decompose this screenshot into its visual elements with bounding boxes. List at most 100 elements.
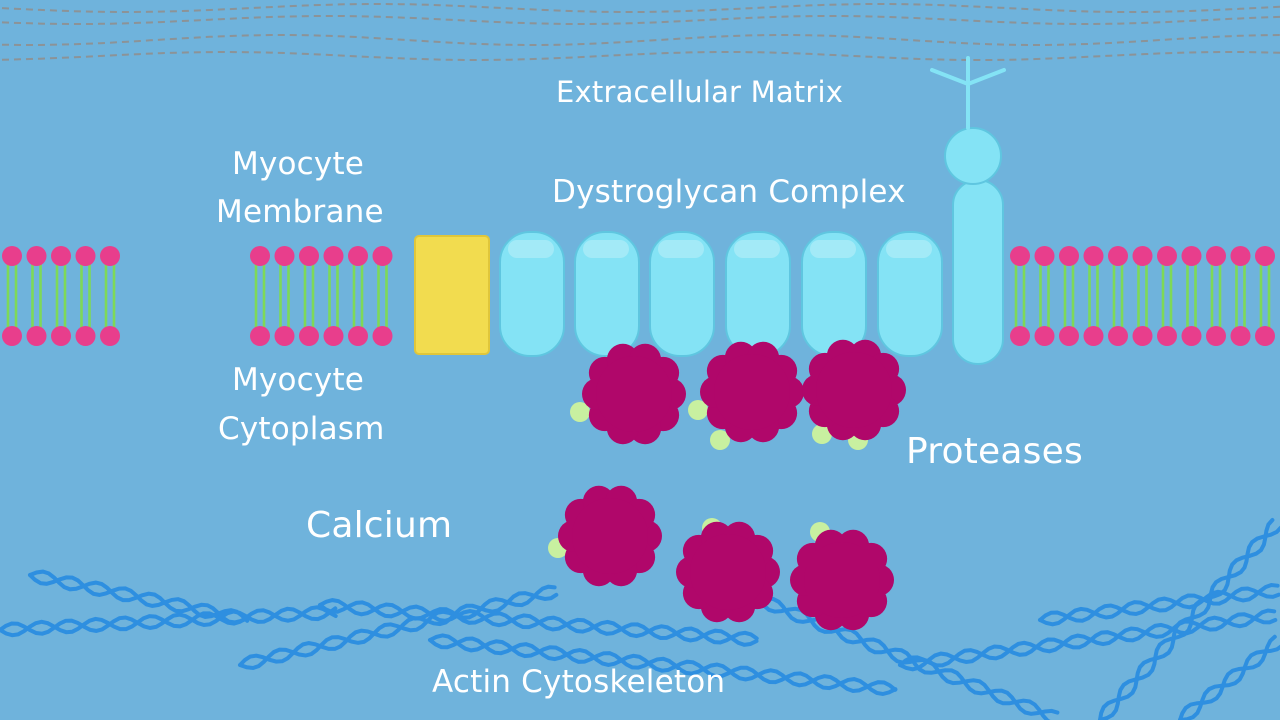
lipid-head (1157, 326, 1177, 346)
lipid-head (348, 326, 368, 346)
beta-dystroglycan (952, 179, 1004, 365)
lipid-head (274, 326, 295, 346)
actin-cytoskeleton-label: Actin Cytoskeleton (432, 664, 726, 700)
extracellular-matrix-fibers (0, 3, 1280, 61)
actin-strand (1038, 586, 1280, 627)
lipid-head (1230, 246, 1251, 266)
lipid-head (100, 326, 120, 346)
lipid-head (348, 246, 368, 266)
matrix-fiber (0, 34, 1280, 46)
calcium-ion (570, 402, 590, 422)
lipid-head (323, 326, 344, 346)
actin-strand (238, 591, 559, 667)
protease-body (714, 354, 790, 430)
protease-body (804, 542, 880, 618)
protease (558, 485, 662, 587)
lipid-head (372, 326, 393, 346)
lipid-head (1108, 246, 1128, 266)
lipid-head (1206, 246, 1226, 266)
actin-strand (238, 584, 557, 671)
protease-body (572, 498, 648, 574)
lipid-head (1059, 326, 1079, 346)
calcium-label: Calcium (306, 505, 453, 546)
actin-strand (898, 612, 1278, 668)
lipid-head (100, 246, 120, 266)
dystroglycan-domain (649, 231, 715, 357)
protease (790, 529, 894, 631)
yellow-anchor-protein (414, 235, 490, 355)
actin-strand (318, 598, 759, 647)
lipid-head (250, 246, 270, 266)
lipid-head (372, 246, 393, 266)
lipid-head (1083, 246, 1104, 266)
protease (802, 339, 906, 441)
actin-strand (1038, 582, 1280, 623)
lipid-head (1059, 246, 1079, 266)
lipid-head (1181, 326, 1202, 346)
actin-strand (1178, 644, 1280, 720)
lipid-head (1132, 246, 1153, 266)
domain-highlight (734, 240, 780, 258)
lipid-head (1255, 246, 1275, 266)
lipid-head (1010, 326, 1030, 346)
myocyte-cytoplasm-label-line1: Myocyte (232, 362, 365, 398)
myocyte-membrane-bilayer (2, 246, 1275, 346)
dystroglycan-domain (877, 231, 943, 357)
lipid-head (1010, 246, 1030, 266)
lipid-head (1230, 326, 1251, 346)
calcium-ion (688, 400, 708, 420)
protease (676, 521, 780, 623)
actin-strand (428, 633, 898, 694)
lipid-head (1034, 246, 1055, 266)
lipid-head (1108, 326, 1128, 346)
myocyte-membrane-label-line2: Membrane (216, 194, 384, 230)
domain-highlight (583, 240, 629, 258)
glycan-chain (930, 56, 1006, 130)
lipid-head (26, 246, 47, 266)
protease-body (596, 356, 672, 432)
actin-cytoskeleton-filaments (0, 518, 1280, 720)
lipid-head (274, 246, 295, 266)
lipid-head (1255, 326, 1275, 346)
matrix-fiber (0, 3, 1280, 13)
lipid-head (26, 326, 47, 346)
dystroglycan-domain (574, 231, 640, 357)
domain-highlight (886, 240, 932, 258)
lipid-head (2, 326, 22, 346)
lipid-head (1083, 326, 1104, 346)
dystroglycan-complex-label: Dystroglycan Complex (552, 174, 906, 210)
lipid-head (1157, 246, 1177, 266)
lipid-head (1132, 326, 1153, 346)
actin-strand (28, 569, 250, 625)
lipid-head (51, 326, 71, 346)
lipid-head (75, 246, 96, 266)
lipid-head (2, 246, 22, 266)
dystroglycan-domain (499, 231, 565, 357)
protease-cluster (548, 339, 906, 631)
proteases-label: Proteases (906, 431, 1083, 472)
alpha-dystroglycan (944, 127, 1002, 185)
protease-body (816, 352, 892, 428)
calcium-ion (710, 430, 730, 450)
lipid-head (75, 326, 96, 346)
domain-highlight (508, 240, 554, 258)
lipid-head (299, 246, 319, 266)
actin-strand (898, 608, 1277, 672)
domain-highlight (810, 240, 856, 258)
lipid-head (323, 246, 344, 266)
actin-strand (1178, 634, 1277, 720)
lipid-head (250, 326, 270, 346)
extracellular-matrix-label: Extracellular Matrix (556, 75, 844, 109)
myocyte-cytoplasm-label-line2: Cytoplasm (218, 411, 385, 447)
actin-strand (428, 636, 898, 697)
lipid-head (1181, 246, 1202, 266)
actin-strand (1098, 525, 1280, 720)
myocyte-membrane-label-line1: Myocyte (232, 146, 365, 182)
matrix-fiber (0, 51, 1280, 61)
actin-strand (758, 598, 1060, 716)
protease-body (690, 534, 766, 610)
domain-highlight (658, 240, 704, 258)
dystroglycan-complex (414, 56, 1006, 365)
